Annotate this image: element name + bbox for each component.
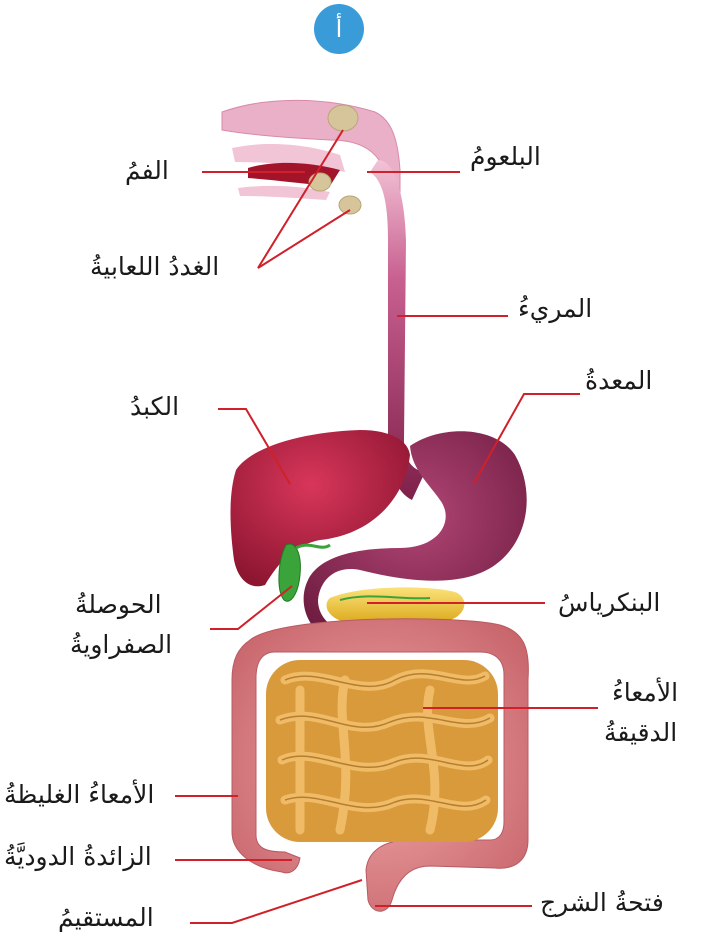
label-mouth: الفمُ — [125, 156, 169, 186]
salivary-gland-1 — [328, 105, 358, 131]
salivary-gland-3 — [339, 196, 361, 214]
small-intestine-group — [266, 660, 498, 842]
label-pharynx: البلعومُ — [470, 142, 541, 172]
label-small-intestine-line1: الأمعاءُ — [612, 678, 678, 708]
label-rectum: المستقيمُ — [58, 903, 154, 933]
leader-rectum — [190, 880, 362, 923]
salivary-gland-2 — [309, 173, 331, 191]
section-badge: أ — [314, 4, 364, 54]
leader-gallbladder — [210, 586, 292, 629]
label-stomach: المعدةُ — [585, 366, 652, 396]
head-region — [222, 100, 400, 230]
label-large-intestine: الأمعاءُ الغليظةُ — [4, 780, 154, 810]
label-pancreas: البنكرياسُ — [558, 588, 660, 618]
label-salivary-glands: الغددُ اللعابيةُ — [90, 252, 219, 282]
label-esophagus: المريءُ — [518, 294, 592, 324]
label-anus: فتحةُ الشرج — [540, 888, 664, 918]
label-small-intestine-line2: الدقيقةُ — [604, 718, 677, 748]
label-gallbladder-line2: الصفراويةُ — [70, 630, 172, 660]
label-liver: الكبدُ — [130, 392, 179, 422]
label-gallbladder-line1: الحوصلةُ — [75, 590, 162, 620]
label-appendix: الزائدةُ الدوديَّةُ — [4, 842, 152, 872]
